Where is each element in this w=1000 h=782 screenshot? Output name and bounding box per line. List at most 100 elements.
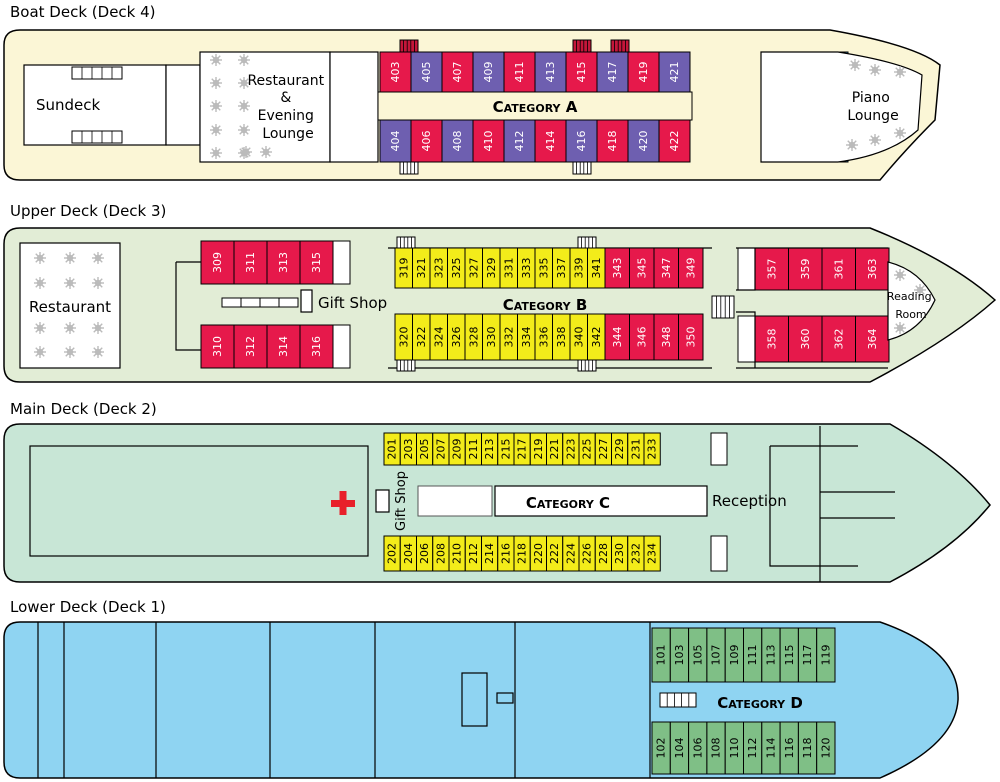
cabin-315[interactable]: 315 xyxy=(299,240,334,285)
cabin-215[interactable]: 215 xyxy=(497,432,515,466)
cabin-416[interactable]: 416 xyxy=(565,119,598,163)
cabin-404[interactable]: 404 xyxy=(379,119,412,163)
cabin-119[interactable]: 119 xyxy=(816,627,836,683)
cabin-330[interactable]: 330 xyxy=(482,313,501,361)
cabin-202[interactable]: 202 xyxy=(383,535,401,572)
cabin-357[interactable]: 357 xyxy=(754,247,789,291)
cabin-219[interactable]: 219 xyxy=(529,432,547,466)
cabin-210[interactable]: 210 xyxy=(448,535,466,572)
cabin-201[interactable]: 201 xyxy=(383,432,401,466)
cabin-405[interactable]: 405 xyxy=(410,51,443,93)
cabin-337[interactable]: 337 xyxy=(552,247,571,289)
cabin-418[interactable]: 418 xyxy=(596,119,629,163)
cabin-415[interactable]: 415 xyxy=(565,51,598,93)
cabin-108[interactable]: 108 xyxy=(706,721,726,775)
cabin-116[interactable]: 116 xyxy=(779,721,799,775)
cabin-111[interactable]: 111 xyxy=(743,627,763,683)
cabin-419[interactable]: 419 xyxy=(627,51,660,93)
cabin-103[interactable]: 103 xyxy=(669,627,690,683)
cabin-326[interactable]: 326 xyxy=(447,313,466,361)
cabin-106[interactable]: 106 xyxy=(688,721,708,775)
cabin-114[interactable]: 114 xyxy=(761,721,781,775)
cabin-364[interactable]: 364 xyxy=(855,315,890,363)
cabin-107[interactable]: 107 xyxy=(706,627,726,683)
cabin-312[interactable]: 312 xyxy=(233,324,268,369)
cabin-332[interactable]: 332 xyxy=(499,313,518,361)
cabin-112[interactable]: 112 xyxy=(743,721,763,775)
cabin-323[interactable]: 323 xyxy=(429,247,448,289)
cabin-220[interactable]: 220 xyxy=(529,535,547,572)
cabin-410[interactable]: 410 xyxy=(472,119,505,163)
cabin-104[interactable]: 104 xyxy=(669,721,690,775)
cabin-409[interactable]: 409 xyxy=(472,51,505,93)
cabin-110[interactable]: 110 xyxy=(724,721,745,775)
cabin-118[interactable]: 118 xyxy=(797,721,818,775)
cabin-340[interactable]: 340 xyxy=(569,313,588,361)
cabin-230[interactable]: 230 xyxy=(611,535,629,572)
cabin-408[interactable]: 408 xyxy=(441,119,474,163)
cabin-407[interactable]: 407 xyxy=(441,51,474,93)
cabin-113[interactable]: 113 xyxy=(761,627,781,683)
cabin-226[interactable]: 226 xyxy=(578,535,596,572)
cabin-233[interactable]: 233 xyxy=(643,432,661,466)
cabin-313[interactable]: 313 xyxy=(266,240,301,285)
cabin-347[interactable]: 347 xyxy=(653,247,679,289)
cabin-325[interactable]: 325 xyxy=(447,247,466,289)
cabin-350[interactable]: 350 xyxy=(678,313,704,361)
cabin-204[interactable]: 204 xyxy=(399,535,417,572)
cabin-333[interactable]: 333 xyxy=(517,247,536,289)
cabin-101[interactable]: 101 xyxy=(651,627,671,683)
cabin-227[interactable]: 227 xyxy=(594,432,612,466)
cabin-221[interactable]: 221 xyxy=(546,432,564,466)
cabin-225[interactable]: 225 xyxy=(578,432,596,466)
cabin-321[interactable]: 321 xyxy=(412,247,431,289)
cabin-338[interactable]: 338 xyxy=(552,313,571,361)
cabin-310[interactable]: 310 xyxy=(200,324,235,369)
cabin-309[interactable]: 309 xyxy=(200,240,235,285)
cabin-203[interactable]: 203 xyxy=(399,432,417,466)
cabin-117[interactable]: 117 xyxy=(797,627,818,683)
cabin-360[interactable]: 360 xyxy=(788,315,823,363)
cabin-339[interactable]: 339 xyxy=(569,247,588,289)
cabin-222[interactable]: 222 xyxy=(546,535,564,572)
cabin-413[interactable]: 413 xyxy=(534,51,567,93)
cabin-234[interactable]: 234 xyxy=(643,535,661,572)
cabin-205[interactable]: 205 xyxy=(416,432,434,466)
cabin-311[interactable]: 311 xyxy=(233,240,268,285)
cabin-322[interactable]: 322 xyxy=(412,313,431,361)
cabin-211[interactable]: 211 xyxy=(464,432,482,466)
cabin-420[interactable]: 420 xyxy=(627,119,660,163)
cabin-406[interactable]: 406 xyxy=(410,119,443,163)
cabin-349[interactable]: 349 xyxy=(678,247,704,289)
cabin-341[interactable]: 341 xyxy=(587,247,606,289)
cabin-358[interactable]: 358 xyxy=(754,315,789,363)
cabin-334[interactable]: 334 xyxy=(517,313,536,361)
cabin-348[interactable]: 348 xyxy=(653,313,679,361)
cabin-362[interactable]: 362 xyxy=(821,315,856,363)
cabin-346[interactable]: 346 xyxy=(629,313,655,361)
cabin-363[interactable]: 363 xyxy=(855,247,890,291)
cabin-422[interactable]: 422 xyxy=(658,119,691,163)
cabin-218[interactable]: 218 xyxy=(513,535,531,572)
cabin-102[interactable]: 102 xyxy=(651,721,671,775)
cabin-206[interactable]: 206 xyxy=(416,535,434,572)
cabin-336[interactable]: 336 xyxy=(534,313,553,361)
cabin-223[interactable]: 223 xyxy=(562,432,580,466)
cabin-209[interactable]: 209 xyxy=(448,432,466,466)
cabin-359[interactable]: 359 xyxy=(788,247,823,291)
cabin-109[interactable]: 109 xyxy=(724,627,745,683)
cabin-231[interactable]: 231 xyxy=(627,432,645,466)
cabin-335[interactable]: 335 xyxy=(534,247,553,289)
cabin-342[interactable]: 342 xyxy=(587,313,606,361)
cabin-316[interactable]: 316 xyxy=(299,324,334,369)
cabin-329[interactable]: 329 xyxy=(482,247,501,289)
cabin-207[interactable]: 207 xyxy=(432,432,450,466)
cabin-224[interactable]: 224 xyxy=(562,535,580,572)
cabin-345[interactable]: 345 xyxy=(629,247,655,289)
cabin-324[interactable]: 324 xyxy=(429,313,448,361)
cabin-320[interactable]: 320 xyxy=(394,313,413,361)
cabin-328[interactable]: 328 xyxy=(464,313,483,361)
cabin-414[interactable]: 414 xyxy=(534,119,567,163)
cabin-228[interactable]: 228 xyxy=(594,535,612,572)
cabin-344[interactable]: 344 xyxy=(604,313,630,361)
